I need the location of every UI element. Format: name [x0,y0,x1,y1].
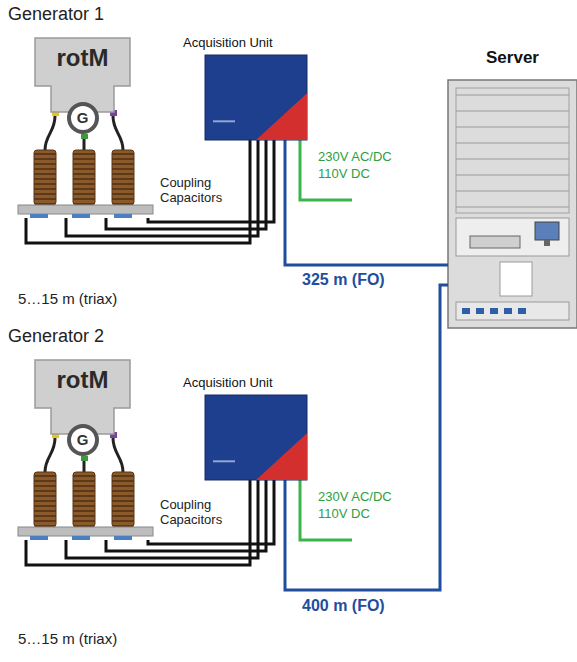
node-label: G [67,424,99,456]
port [462,308,470,314]
base-foot [114,214,132,218]
node-label: rotM [57,366,109,394]
unit-logo [213,120,235,122]
coupling-capacitor [34,150,56,205]
base-foot [30,214,48,218]
generator-symbol: G [67,102,99,134]
link-length: 400 m (FO) [300,597,387,615]
generator-housing: rotMG [35,360,130,434]
lead-wire [113,116,123,150]
coupling-capacitor [112,150,134,205]
triax-cable [148,480,274,544]
coupling-capacitor [73,150,95,205]
node-heading: Server [448,48,577,68]
part-label: Coupling Capacitors [160,498,242,528]
unit-outline [205,395,307,480]
unit-logo [213,460,235,462]
fiber-link [285,285,448,590]
port [490,308,498,314]
node-heading: Acquisition Unit [183,375,273,390]
monitor-stand [544,240,550,246]
unit-corner [256,93,307,140]
rack-body [448,80,577,328]
node-label: rotM [57,44,109,72]
cable-label: 5…15 m (triax) [18,630,117,647]
phase-tab [81,134,88,139]
port-row [456,302,569,320]
node-heading: Acquisition Unit [183,35,273,50]
drive-panel [500,262,532,296]
server-box: Server [448,80,577,328]
unit-body [205,395,307,480]
fiber-link [285,140,448,265]
group-title: Generator 1 [8,4,104,25]
port [504,308,512,314]
power-label: 110V DC [318,167,370,182]
generator-housing: rotMG [35,38,130,112]
group-title: Generator 2 [8,326,104,347]
monitor [535,222,559,240]
console-shelf [456,218,569,256]
housing-shape [35,38,130,112]
power-label: 230V AC/DC [318,490,392,505]
keyboard [470,236,520,248]
port [518,308,526,314]
unit-outline [205,55,307,140]
lead-wire [45,116,55,150]
unit-body [205,55,307,140]
power-label: 230V AC/DC [318,150,392,165]
base-bar [18,205,153,214]
generator-symbol: G [67,424,99,456]
triax-cable [106,480,266,551]
lead-wire [83,139,86,150]
power-label: 110V DC [318,507,370,522]
rack-slots [456,88,569,213]
triax-cable [148,140,274,222]
triax-cable [106,140,266,229]
port [476,308,484,314]
server-rack [448,80,577,328]
triax-cable [66,480,258,558]
base-foot [72,214,90,218]
unit-corner [256,433,307,480]
acquisition-unit: Acquisition Unit [205,395,307,480]
part-label: Coupling Capacitors [160,176,242,206]
housing-shape [35,360,130,434]
node-label: G [67,102,99,134]
acquisition-unit: Acquisition Unit [205,55,307,140]
triax-cables [26,140,274,565]
cable-label: 5…15 m (triax) [18,290,117,307]
link-length: 325 m (FO) [300,271,387,289]
